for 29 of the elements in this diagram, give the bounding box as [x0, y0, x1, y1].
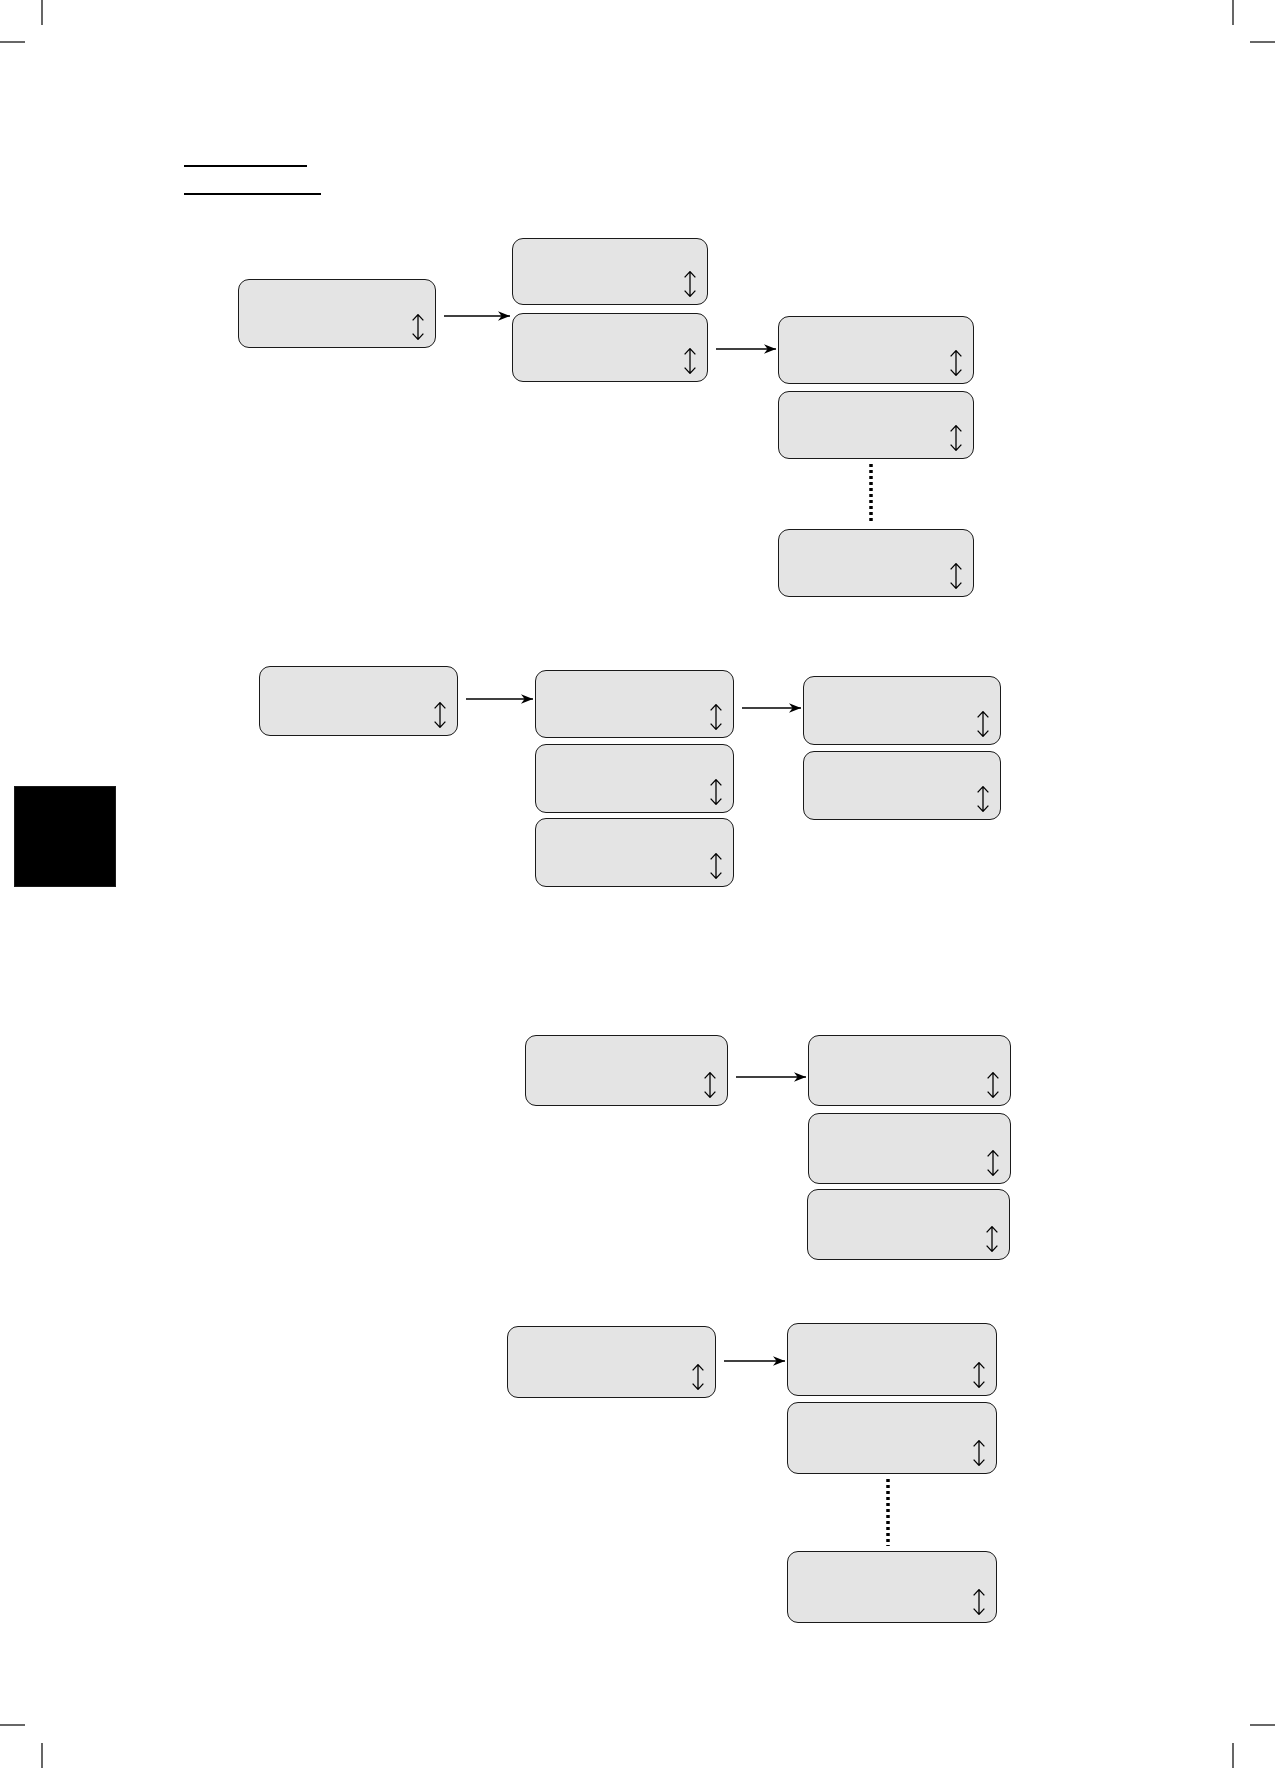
display-panel [807, 1189, 1010, 1260]
display-panel [787, 1402, 997, 1474]
arrow [735, 1072, 807, 1082]
display-panel [535, 818, 734, 887]
arrow [741, 703, 802, 713]
chapter-tab [14, 786, 116, 887]
display-panel [535, 670, 734, 738]
display-panel [778, 391, 974, 459]
display-panel [808, 1113, 1011, 1184]
arrow [723, 1356, 786, 1366]
display-panel [778, 316, 974, 384]
dotted-line [886, 1479, 890, 1546]
display-panel [525, 1035, 728, 1106]
arrow [715, 344, 777, 354]
display-panel [787, 1323, 997, 1396]
display-panel [787, 1551, 997, 1623]
display-panel [238, 279, 436, 348]
display-panel [808, 1035, 1011, 1106]
arrow [465, 694, 534, 704]
display-panel [803, 751, 1001, 820]
display-panel [803, 676, 1001, 745]
display-panel [512, 238, 708, 305]
display-panel [507, 1326, 716, 1398]
display-panel [535, 744, 734, 813]
dotted-line [869, 464, 873, 524]
arrow [443, 311, 511, 321]
display-panel [259, 666, 458, 736]
display-panel [778, 529, 974, 597]
display-panel [512, 313, 708, 382]
